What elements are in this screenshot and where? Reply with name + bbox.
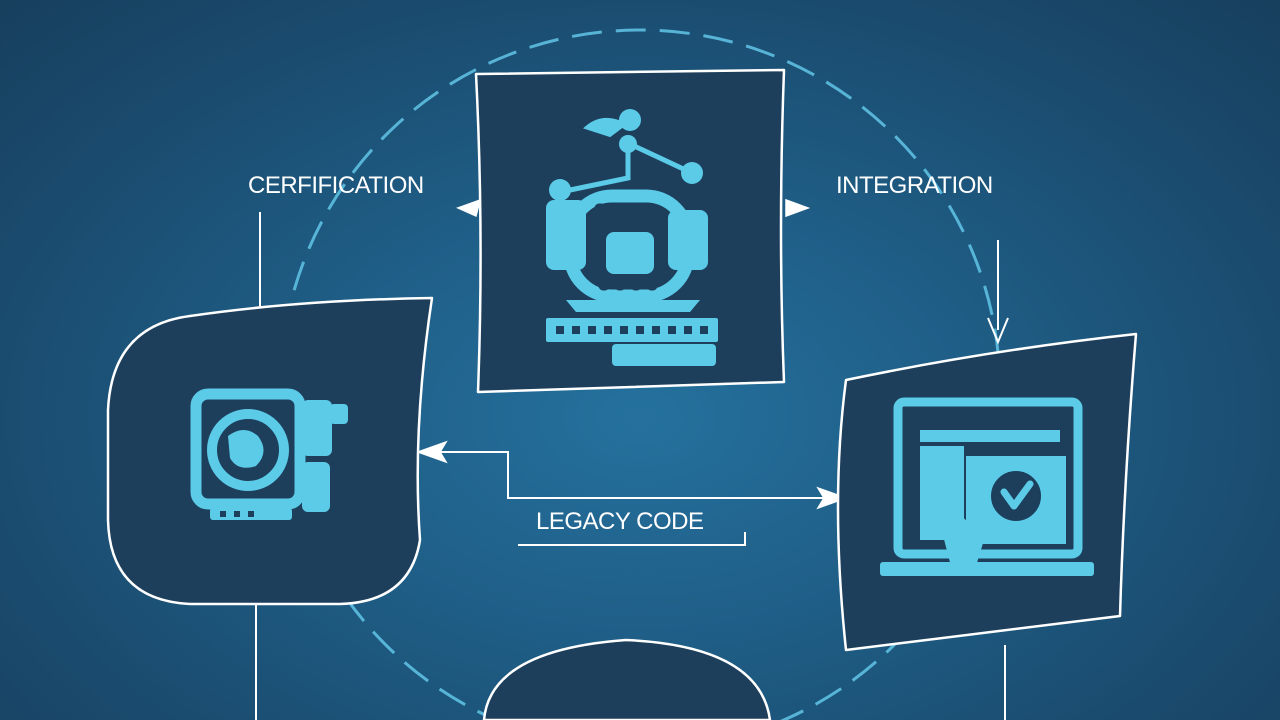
- label-integration: INTEGRATION: [836, 172, 993, 199]
- arrow-into-top-right: [785, 198, 811, 218]
- arrow-to-left-panel: [415, 440, 448, 464]
- legacy-arrow-line: [440, 451, 830, 499]
- legacy-underline: [518, 532, 746, 546]
- gear-device-icon: [190, 388, 348, 520]
- arrowheads: [415, 198, 1009, 510]
- arrow-down-integration: [987, 317, 1009, 345]
- arrow-to-right-panel: [816, 486, 849, 510]
- top-panel: [474, 68, 786, 394]
- label-legacy-code: LEGACY CODE: [536, 508, 704, 535]
- left-panel: [106, 296, 434, 606]
- arrow-into-top-left: [455, 198, 482, 218]
- label-certification: CERFIFICATION: [248, 172, 424, 199]
- connector-lines: [255, 212, 1006, 720]
- bottom-panel: [482, 638, 772, 720]
- monitor-checkmark-icon: [880, 397, 1094, 576]
- machinery-gear-icon: [546, 109, 718, 366]
